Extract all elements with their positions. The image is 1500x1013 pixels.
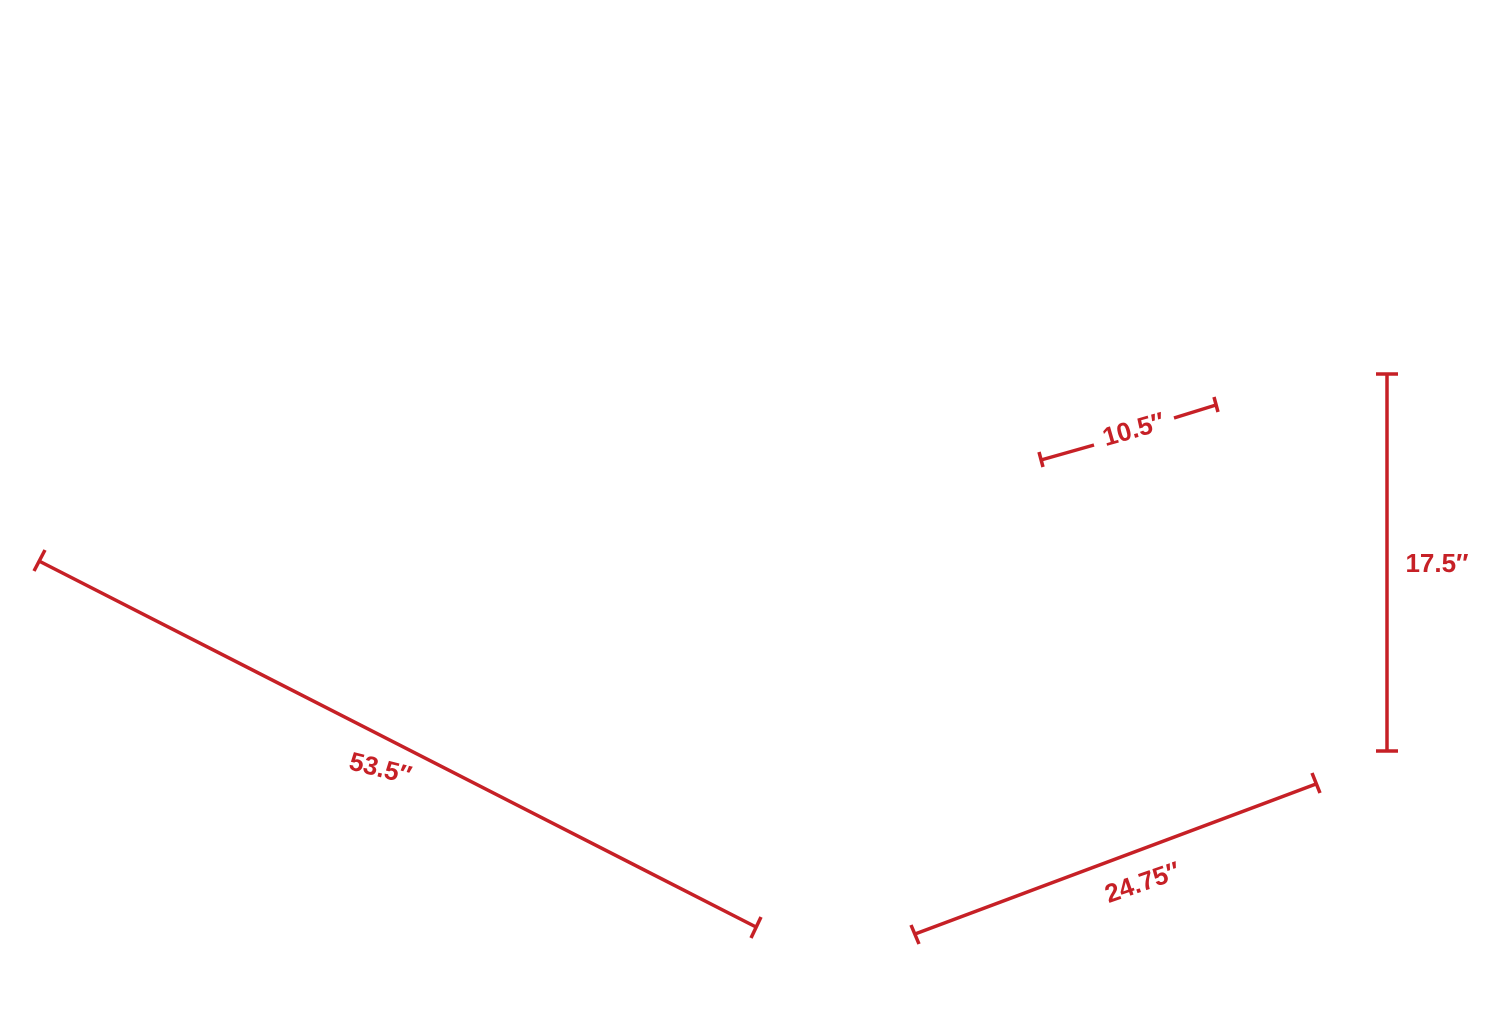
drawer-dimension-start-tick [1037, 451, 1045, 468]
length-dimension-line [38, 559, 757, 929]
drawer-dimension-end-tick [1212, 396, 1220, 413]
depth-dimension-line [914, 782, 1317, 936]
length-dimension-start-tick [32, 549, 47, 572]
height-dimension-label: 17.5′′ [1405, 548, 1468, 578]
depth-dimension-start-tick [909, 924, 921, 945]
length-dimension-label: 53.5′′ [346, 746, 414, 790]
length-dimension-end-tick [749, 916, 763, 939]
length-dimension: 53.5′′ [32, 549, 763, 939]
drawer-dimension-label: 10.5′′ [1099, 406, 1168, 452]
depth-dimension-end-tick [1310, 772, 1322, 794]
drawer-dimension: 10.5′′ [1037, 396, 1220, 468]
height-dimension: 17.5′′ [1376, 372, 1469, 753]
drawer-dimension-line-right [1173, 403, 1217, 420]
depth-dimension: 24.75′′ [909, 772, 1322, 945]
depth-dimension-label: 24.75′′ [1101, 855, 1184, 909]
drawer-dimension-line-left [1040, 443, 1095, 462]
